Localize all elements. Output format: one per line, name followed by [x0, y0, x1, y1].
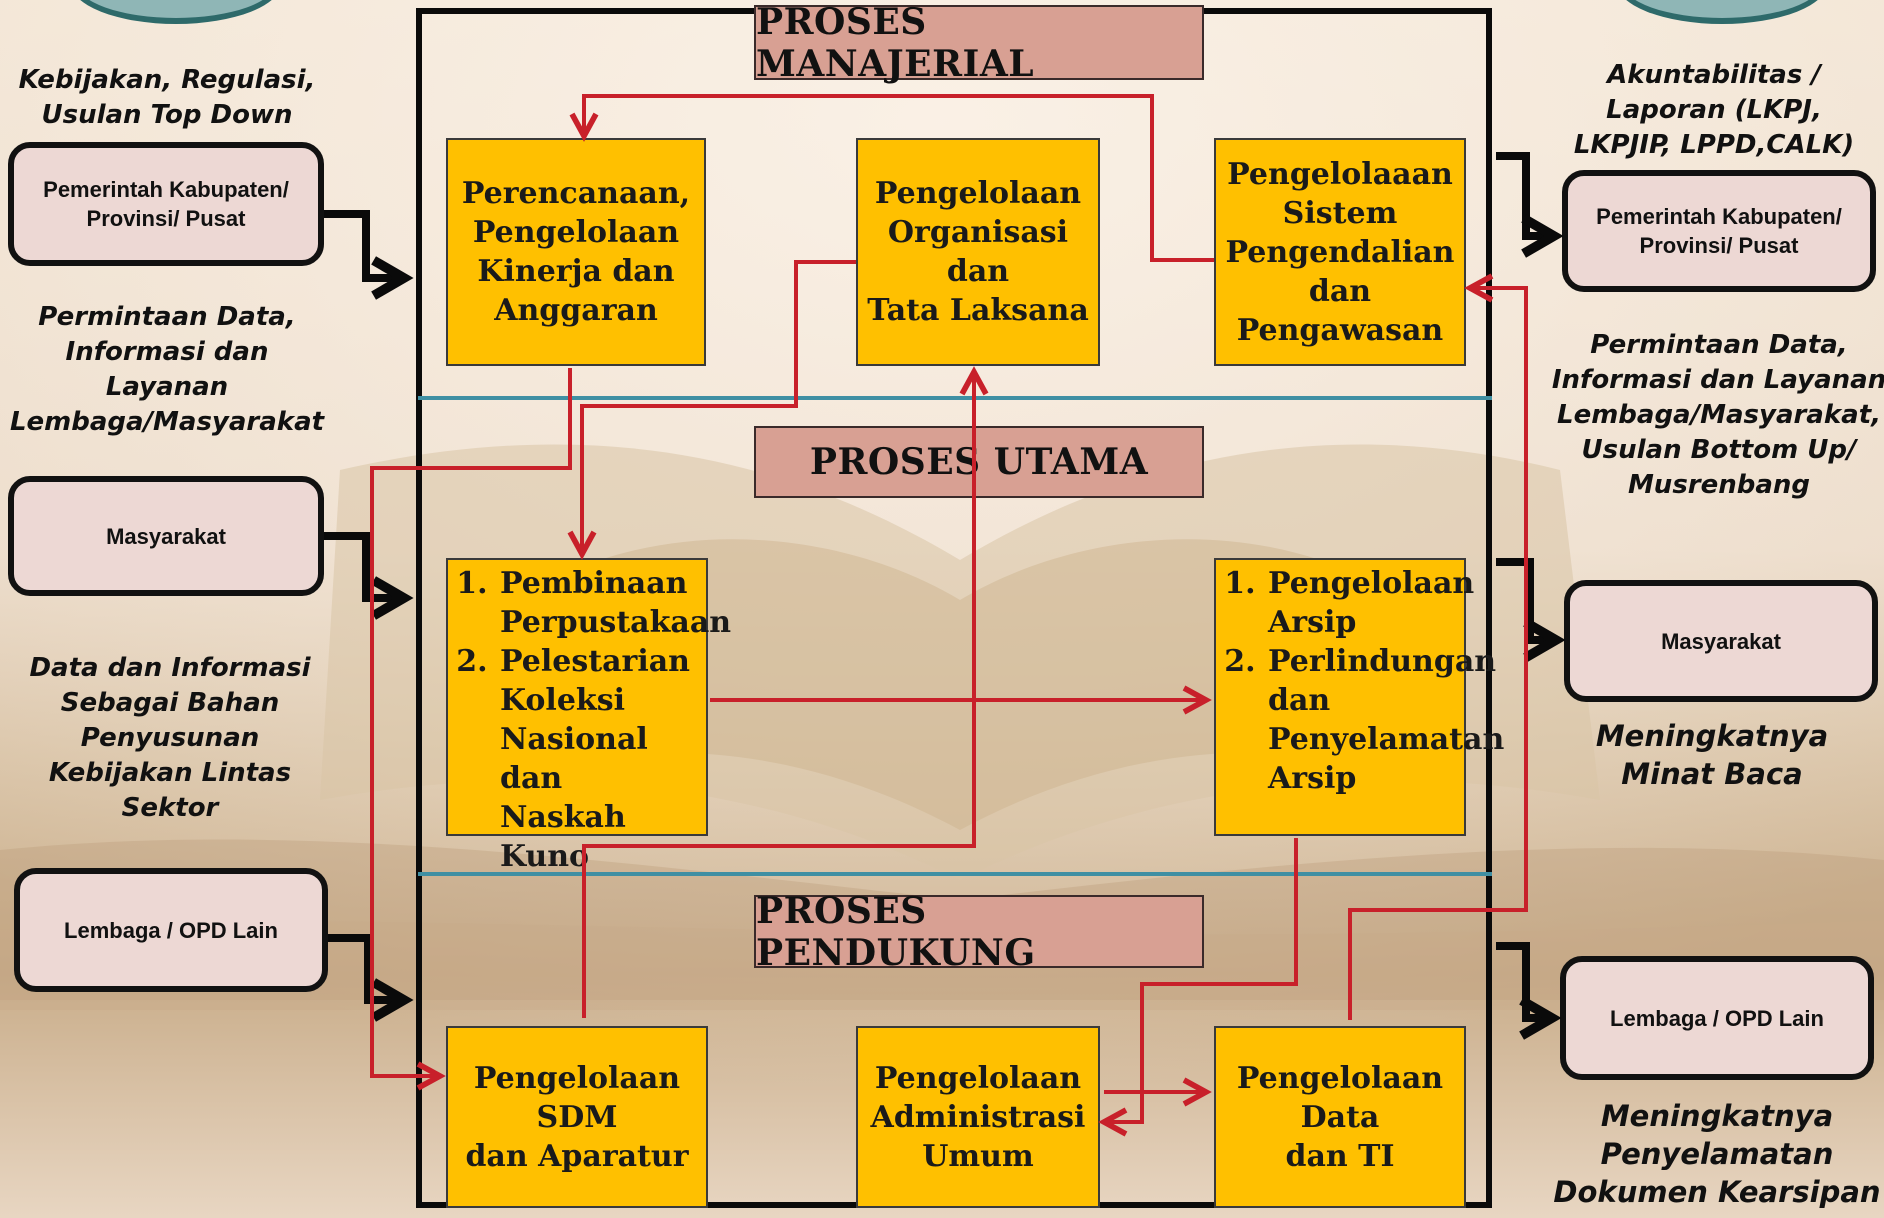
process-organisasi-line: Pengelolaan — [874, 176, 1082, 211]
right-note-penyelamatan: Meningkatnya Penyelamatan Dokumen Kearsi… — [1553, 1097, 1881, 1211]
note-line: Usulan Top Down — [41, 100, 293, 130]
process-sistem-line: Sistem — [1282, 195, 1398, 231]
item-line: Arsip — [1268, 761, 1357, 796]
note-line: LKPJIP, LPPD,CALK) — [1573, 130, 1855, 160]
process-perencanaan: Perencanaan, Pengelolaan Kinerja dan Ang… — [446, 138, 706, 366]
process-administrasi-line: Umum — [922, 1138, 1034, 1174]
section-title-managerial: PROSES MANAJERIAL — [754, 1, 1204, 85]
note-line: Informasi dan Layanan — [1551, 365, 1884, 395]
note-line: Penyelamatan — [1600, 1137, 1834, 1171]
process-data-ti: Pengelolaan Data dan TI — [1214, 1026, 1466, 1208]
process-administrasi-umum: Pengelolaan Administrasi Umum — [856, 1026, 1100, 1208]
process-data-ti-line: Pengelolaan Data — [1236, 1060, 1444, 1135]
process-perencanaan-line: Kinerja dan — [477, 254, 675, 289]
process-organisasi: Pengelolaan Organisasi dan Tata Laksana — [856, 138, 1100, 366]
list-item: Perlindungan dan Penyelamatan Arsip — [1266, 642, 1505, 798]
note-line: Data dan Informasi — [29, 653, 311, 683]
box-line: Masyarakat — [106, 523, 226, 549]
item-line: Pelestarian — [500, 644, 690, 679]
note-line: Kebijakan, Regulasi, — [18, 65, 316, 95]
box-line: Masyarakat — [1661, 628, 1781, 654]
process-administrasi-line: Pengelolaan — [874, 1060, 1082, 1096]
process-kearsipan: Pengelolaan Arsip Perlindungan dan Penye… — [1214, 558, 1505, 836]
item-line: Pembinaan — [500, 566, 688, 601]
process-sistem-line: Pengelolaaan — [1227, 156, 1453, 192]
right-box-lembaga: Lembaga / OPD Lain — [1560, 956, 1874, 1080]
list-item: Pembinaan Perpustakaan — [498, 564, 732, 642]
process-perencanaan-line: Anggaran — [494, 293, 658, 328]
note-line: Permintaan Data, — [38, 302, 296, 332]
item-line: Perpustakaan — [500, 605, 732, 640]
box-line: Provinsi/ Pusat — [86, 206, 246, 231]
process-administrasi-line: Administrasi — [870, 1099, 1086, 1135]
note-line: Meningkatnya — [1595, 719, 1829, 753]
process-sdm-line: Pengelolaan SDM — [473, 1060, 681, 1135]
note-line: Penyusunan — [80, 723, 260, 753]
left-note-permintaan: Permintaan Data, Informasi dan Layanan L… — [0, 300, 334, 440]
right-box-pemerintah: Pemerintah Kabupaten/ Provinsi/ Pusat — [1562, 170, 1876, 292]
box-line: Pemerintah Kabupaten/ — [1596, 204, 1842, 229]
process-perencanaan-line: Perencanaan, — [461, 176, 691, 211]
note-line: Usulan Bottom Up/ — [1581, 435, 1857, 465]
item-line: Perlindungan — [1268, 644, 1497, 679]
divider-managerial-utama — [418, 396, 1492, 400]
process-sdm-line: dan Aparatur — [465, 1138, 689, 1174]
right-box-masyarakat: Masyarakat — [1564, 580, 1878, 702]
item-line: Naskah Kuno — [500, 800, 626, 874]
list-item: Pengelolaan Arsip — [1266, 564, 1475, 642]
section-title-utama: PROSES UTAMA — [754, 426, 1204, 498]
process-sdm-aparatur: Pengelolaan SDM dan Aparatur — [446, 1026, 708, 1208]
note-line: Minat Baca — [1621, 757, 1803, 791]
section-title-pendukung: PROSES PENDUKUNG — [754, 890, 1204, 974]
right-note-akuntabilitas: Akuntabilitas / Laporan (LKPJ, LKPJIP, L… — [1554, 58, 1874, 163]
note-line: Musrenbang — [1627, 470, 1811, 500]
process-sistem-pengendalian: Pengelolaaan Sistem Pengendalian dan Pen… — [1214, 138, 1466, 366]
list-item: Pelestarian Koleksi Nasional dan Naskah … — [498, 642, 704, 876]
note-line: Lembaga/Masyarakat, — [1557, 400, 1881, 430]
note-line: Sebagai Bahan — [60, 688, 280, 718]
process-perencanaan-line: Pengelolaan — [472, 215, 680, 250]
note-line: Akuntabilitas / — [1607, 60, 1821, 90]
note-line: Kebijakan Lintas — [48, 758, 292, 788]
left-box-masyarakat: Masyarakat — [8, 476, 324, 596]
box-line: Lembaga / OPD Lain — [1610, 1005, 1824, 1031]
note-line: Meningkatnya — [1600, 1099, 1834, 1133]
item-line: Nasional dan — [500, 722, 648, 796]
process-sistem-line: Pengawasan — [1236, 312, 1444, 348]
note-line: Sektor — [121, 793, 219, 823]
note-line: Lembaga/Masyarakat — [9, 407, 325, 437]
process-sistem-line: Pengendalian dan — [1225, 234, 1455, 309]
right-note-permintaan: Permintaan Data, Informasi dan Layanan L… — [1551, 328, 1884, 503]
note-line: Laporan (LKPJ, — [1606, 95, 1822, 125]
note-line: Layanan — [105, 372, 229, 402]
box-line: Pemerintah Kabupaten/ — [43, 177, 289, 202]
process-organisasi-line: Organisasi dan — [887, 215, 1069, 289]
item-line: Pengelolaan — [1268, 566, 1475, 601]
process-perpustakaan: Pembinaan Perpustakaan Pelestarian Kolek… — [446, 558, 732, 874]
item-line: dan — [1268, 683, 1331, 718]
left-box-lembaga: Lembaga / OPD Lain — [14, 868, 328, 992]
left-note-data-informasi: Data dan Informasi Sebagai Bahan Penyusu… — [0, 651, 340, 826]
box-line: Lembaga / OPD Lain — [64, 917, 278, 943]
item-line: Penyelamatan — [1268, 722, 1505, 757]
process-organisasi-line: Tata Laksana — [867, 293, 1089, 328]
note-line: Dokumen Kearsipan — [1553, 1175, 1881, 1209]
item-line: Koleksi — [500, 683, 625, 718]
process-data-ti-line: dan TI — [1285, 1138, 1395, 1174]
note-line: Permintaan Data, — [1590, 330, 1848, 360]
item-line: Arsip — [1268, 605, 1357, 640]
box-line: Provinsi/ Pusat — [1639, 233, 1799, 258]
right-note-minat-baca: Meningkatnya Minat Baca — [1554, 717, 1870, 793]
left-note-kebijakan: Kebijakan, Regulasi, Usulan Top Down — [0, 63, 334, 133]
left-box-pemerintah: Pemerintah Kabupaten/ Provinsi/ Pusat — [8, 142, 324, 266]
note-line: Informasi dan — [65, 337, 269, 367]
